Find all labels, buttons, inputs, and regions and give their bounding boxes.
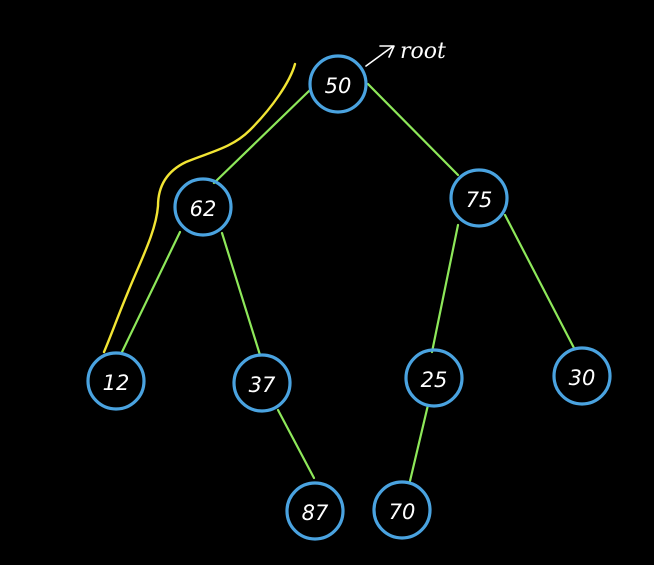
edge-62-37 <box>220 231 262 357</box>
edge-25-70 <box>408 403 430 483</box>
highlight-left-path <box>102 62 297 354</box>
node-75-label: 75 <box>466 188 493 212</box>
node-12-label: 12 <box>103 371 130 395</box>
node-75-circle <box>449 168 509 228</box>
node-87: 87 <box>285 481 345 541</box>
node-70: 70 <box>372 480 432 540</box>
edge-75-25 <box>430 223 460 354</box>
root-label: root <box>400 39 446 64</box>
node-50: 50 <box>308 54 368 114</box>
node-30: 30 <box>552 346 612 406</box>
root-annotation: root <box>365 39 446 67</box>
node-62-label: 62 <box>190 197 217 221</box>
node-30-label: 30 <box>569 366 596 390</box>
node-50-label: 50 <box>325 74 352 98</box>
node-87-label: 87 <box>302 501 329 525</box>
edge-37-87 <box>276 408 316 480</box>
tree-edges <box>120 82 576 483</box>
node-70-circle <box>372 480 432 540</box>
node-37-label: 37 <box>249 373 276 397</box>
node-50-circle <box>308 54 368 114</box>
node-87-circle <box>285 481 345 541</box>
tree-nodes: 50 62 75 12 37 25 30 87 <box>86 54 612 541</box>
edge-50-75 <box>366 82 460 177</box>
node-75: 75 <box>449 168 509 228</box>
node-30-circle <box>552 346 612 406</box>
node-37: 37 <box>232 353 292 413</box>
node-12: 12 <box>86 351 146 411</box>
node-62: 62 <box>173 177 233 237</box>
node-12-circle <box>86 351 146 411</box>
node-70-label: 70 <box>389 500 416 524</box>
node-37-circle <box>232 353 292 413</box>
edge-75-30 <box>503 213 576 350</box>
node-25: 25 <box>404 348 464 408</box>
node-62-circle <box>173 177 233 237</box>
node-25-label: 25 <box>421 368 448 392</box>
node-25-circle <box>404 348 464 408</box>
root-arrow-icon <box>365 45 395 67</box>
edge-50-62 <box>212 88 312 185</box>
edge-62-12 <box>120 230 182 354</box>
